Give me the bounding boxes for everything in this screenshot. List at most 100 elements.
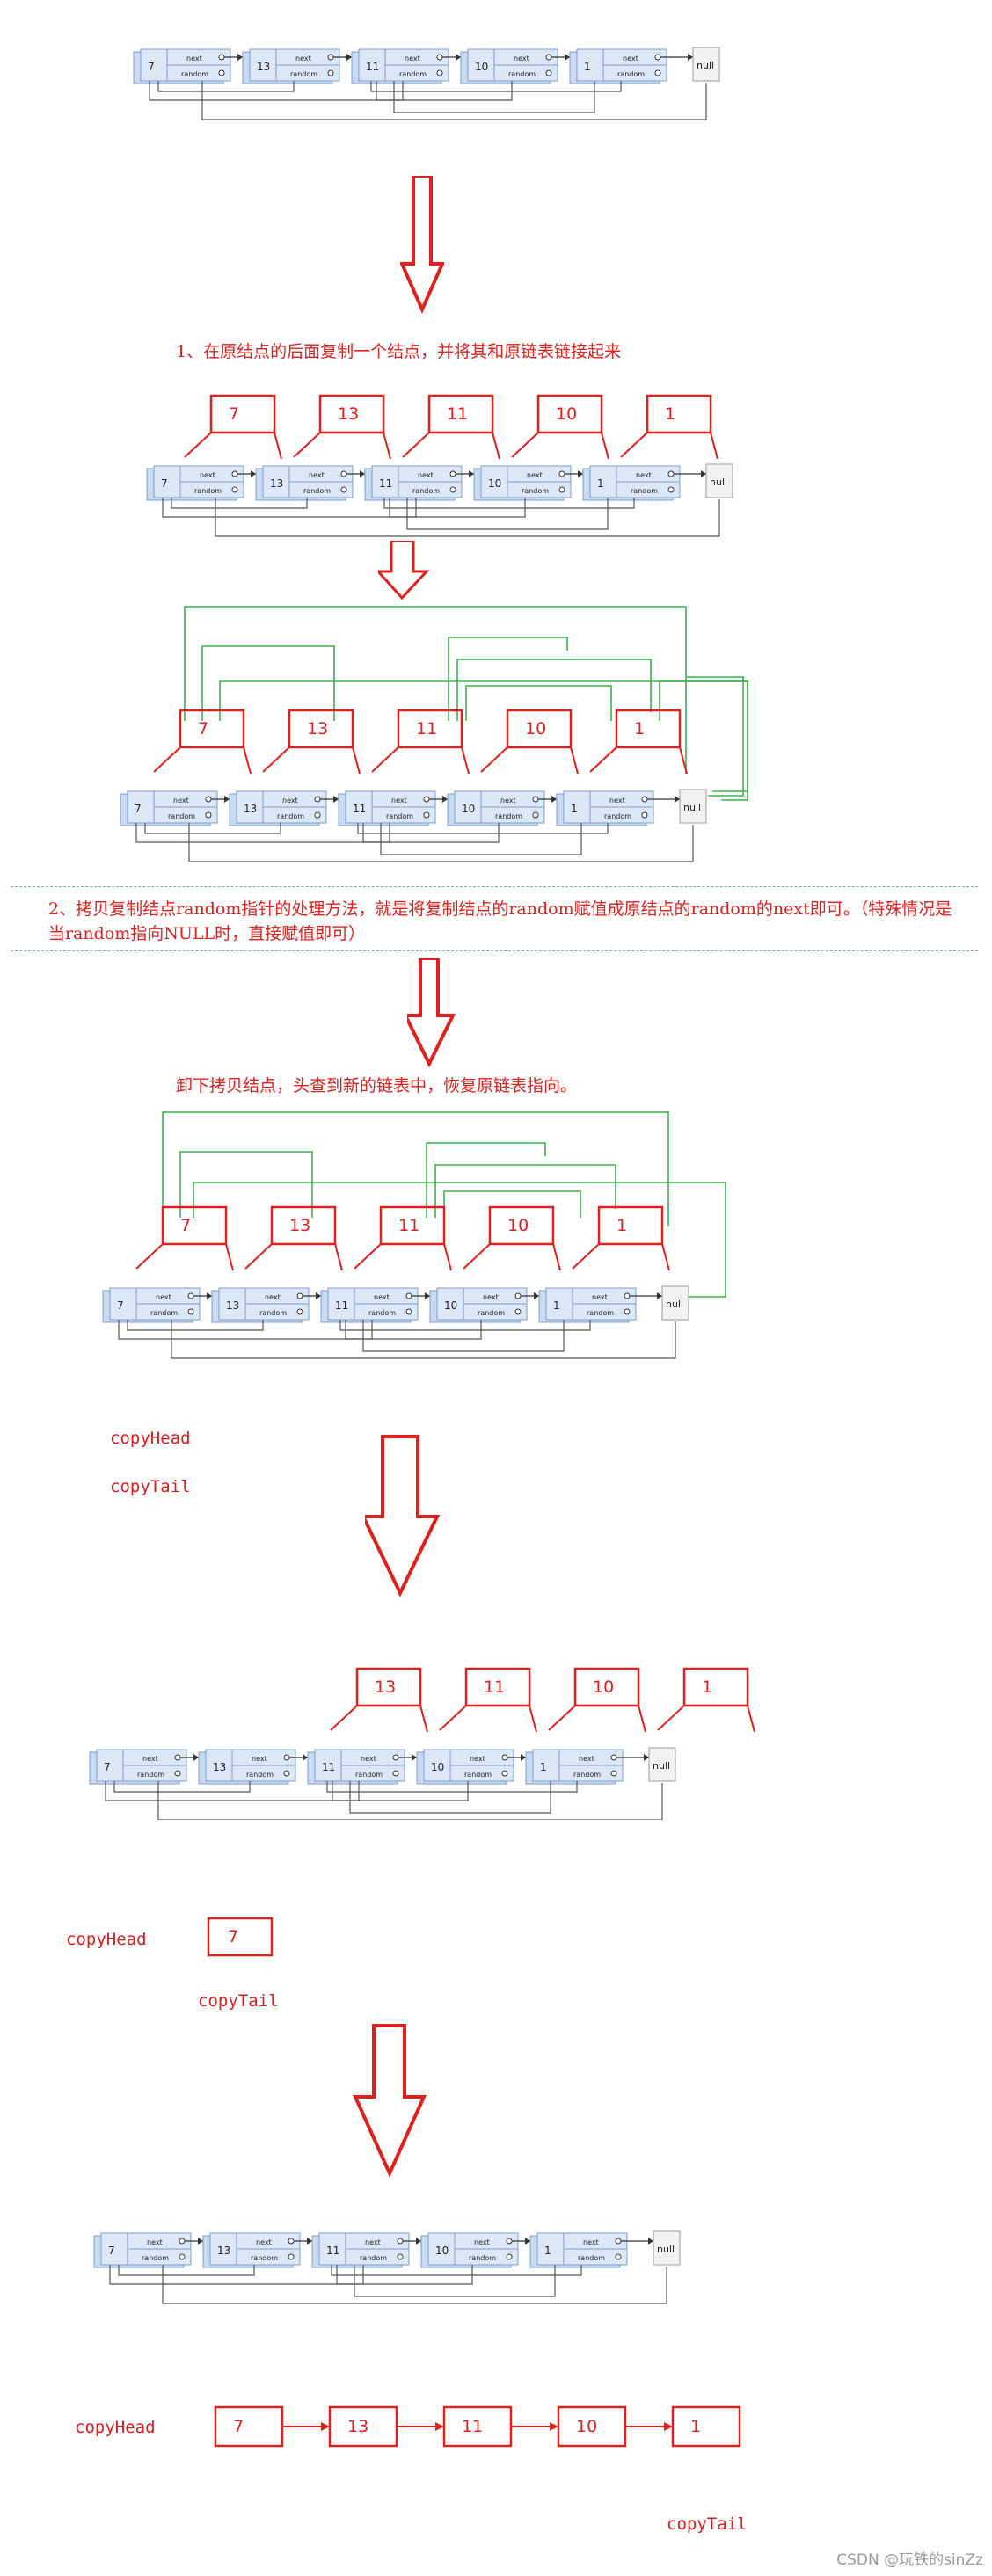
copy-node-label: 10: [525, 719, 546, 739]
node-value: 1: [544, 2245, 551, 2257]
next-field: next: [609, 797, 625, 804]
random-field: random: [578, 2254, 605, 2262]
null-label: null: [710, 477, 727, 488]
down-arrow-4: [365, 1435, 441, 1597]
node-value: 1: [571, 803, 578, 815]
copy-node-label: 7: [229, 404, 239, 424]
list-node: 10 next random: [429, 1287, 528, 1323]
null-node: null: [692, 47, 720, 82]
next-field: next: [418, 471, 434, 479]
copy-node-label: 13: [375, 1677, 396, 1697]
copy-node-label: 10: [576, 2417, 597, 2436]
null-label: null: [653, 1760, 670, 1772]
node-value: 7: [161, 477, 168, 490]
copy-node-label: 1: [690, 2417, 701, 2436]
next-field: next: [282, 797, 298, 804]
copy-node-label: 10: [507, 1216, 529, 1235]
null-node: null: [648, 1747, 676, 1782]
copy-head-label-3: copyHead: [75, 2418, 156, 2437]
random-links: [118, 1320, 676, 1359]
next-field: next: [361, 1755, 376, 1763]
null-node: null: [661, 1285, 689, 1321]
random-field: random: [386, 812, 413, 820]
copy-node: 1: [682, 1667, 749, 1707]
copy-head-label-1: copyHead: [110, 1429, 191, 1448]
next-field: next: [391, 797, 407, 804]
null-label: null: [657, 2244, 675, 2255]
random-field: random: [604, 812, 631, 820]
random-links: [162, 498, 720, 537]
random-field: random: [194, 487, 222, 495]
node-value: 7: [108, 2245, 115, 2257]
random-field: random: [246, 1771, 274, 1779]
random-field: random: [150, 1309, 178, 1317]
next-field: next: [256, 2238, 272, 2246]
watermark: CSDN @玩铁的sinZz: [836, 2551, 983, 2569]
copy-head-node-2: 7: [207, 1917, 274, 1957]
linked-list-row: 7nextrandom13nextrandom11nextrandom10nex…: [89, 1747, 676, 1820]
copy-node-label: 1: [665, 404, 675, 424]
list-node: 1 next random: [556, 790, 654, 826]
copy-node-label: 13: [338, 404, 359, 424]
copy-node: 1: [615, 709, 682, 749]
copy-node: 1: [646, 394, 712, 434]
next-field: next: [200, 471, 215, 479]
copy-node: 13: [328, 2405, 398, 2448]
step2-box: [11, 886, 978, 951]
copy-node: 1: [597, 1205, 664, 1246]
linked-list-row: 7nextrandom13nextrandom11nextrandom10nex…: [93, 2230, 681, 2304]
random-field: random: [469, 2254, 496, 2262]
next-field: next: [173, 797, 189, 804]
random-field: random: [399, 70, 427, 78]
copy-node: 11: [442, 2405, 513, 2448]
node-value: 13: [270, 477, 283, 490]
random-links: [135, 823, 694, 862]
next-field: next: [483, 1293, 499, 1301]
next-field: next: [265, 1293, 281, 1301]
next-field: next: [636, 471, 652, 479]
node-value: 1: [584, 61, 591, 73]
step2-note: 2、拷贝复制结点random指针的处理方法，就是将复制结点的random赋值成原…: [48, 899, 952, 943]
node-value: 11: [366, 61, 379, 73]
random-field: random: [478, 1309, 505, 1317]
list-node: 11 next random: [351, 48, 449, 84]
next-field: next: [470, 1755, 485, 1763]
next-field: next: [147, 2238, 163, 2246]
node-value: 11: [326, 2245, 339, 2257]
node-value: 7: [148, 61, 155, 73]
copy-node-label: 7: [180, 1216, 191, 1235]
random-field: random: [168, 812, 195, 820]
copy-node: 10: [536, 394, 603, 434]
node-value: 13: [244, 803, 257, 815]
random-field: random: [142, 2254, 169, 2262]
copy-node: 11: [397, 709, 463, 749]
copy-insert-diagram: 7nextrandom13nextrandom11nextrandom10nex…: [146, 394, 733, 537]
node-value: 10: [444, 1299, 457, 1312]
detach-diagram-2: 7nextrandom13nextrandom11nextrandom10nex…: [93, 2230, 681, 2304]
random-field: random: [303, 487, 331, 495]
copy-tail-label-3: copyTail: [667, 2514, 748, 2534]
null-label: null: [683, 802, 701, 813]
step1-note: 1、在原结点的后面复制一个结点，并将其和原链表链接起来: [176, 342, 622, 361]
copy-node-label: 1: [702, 1677, 712, 1697]
next-field: next: [405, 55, 420, 62]
node-value: 10: [488, 477, 501, 490]
copy-node: 1: [671, 2405, 741, 2448]
random-links: [149, 81, 707, 120]
detach-diagram-1: 7nextrandom13nextrandom11nextrandom10nex…: [89, 1667, 755, 1820]
next-field: next: [514, 55, 529, 62]
null-label: null: [697, 60, 714, 71]
list-node: 7 next random: [146, 465, 244, 501]
